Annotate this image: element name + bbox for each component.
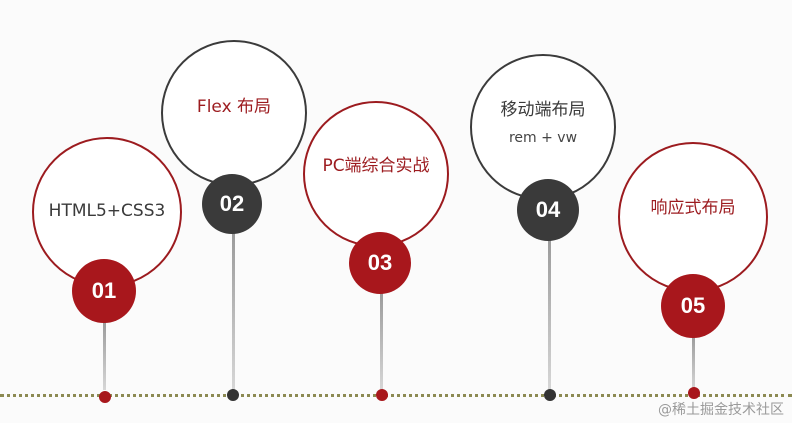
badge-01: 01 [72, 259, 136, 323]
topic-label-02: Flex 布局 [196, 97, 272, 118]
badge-number-05: 05 [680, 293, 706, 318]
stem-04 [548, 236, 551, 390]
badge-02: 02 [202, 174, 262, 234]
timeline-dot-01 [99, 391, 111, 403]
stem-01 [103, 320, 106, 390]
topic-label-04: 移动端布局 [500, 100, 586, 121]
stem-05 [692, 334, 695, 390]
badge-04: 04 [517, 179, 579, 241]
topic-label-03: PC端综合实战 [322, 156, 430, 177]
timeline-dot-04 [544, 389, 556, 401]
timeline-dot-03 [376, 389, 388, 401]
badge-03: 03 [349, 232, 411, 294]
topic-label-01: HTML5+CSS3 [48, 201, 166, 222]
timeline-line [0, 394, 792, 397]
watermark: @稀土掘金技术社区 [658, 402, 784, 418]
timeline-dot-05 [688, 387, 700, 399]
badge-number-01: 01 [91, 278, 117, 303]
badge-05: 05 [661, 274, 725, 338]
topic-sublabel-04: rem + vw [508, 129, 578, 146]
topic-circle-02: Flex 布局 [161, 40, 307, 186]
badge-number-03: 03 [367, 250, 393, 275]
stem-03 [380, 290, 383, 390]
timeline-dot-02 [227, 389, 239, 401]
topic-circle-05: 响应式布局 [618, 142, 768, 292]
topic-circle-04: 移动端布局 rem + vw [470, 54, 616, 200]
badge-number-02: 02 [219, 191, 245, 216]
topic-circle-03: PC端综合实战 [303, 101, 449, 247]
topic-label-05: 响应式布局 [650, 198, 736, 219]
stem-02 [232, 230, 235, 390]
badge-number-04: 04 [535, 197, 561, 222]
